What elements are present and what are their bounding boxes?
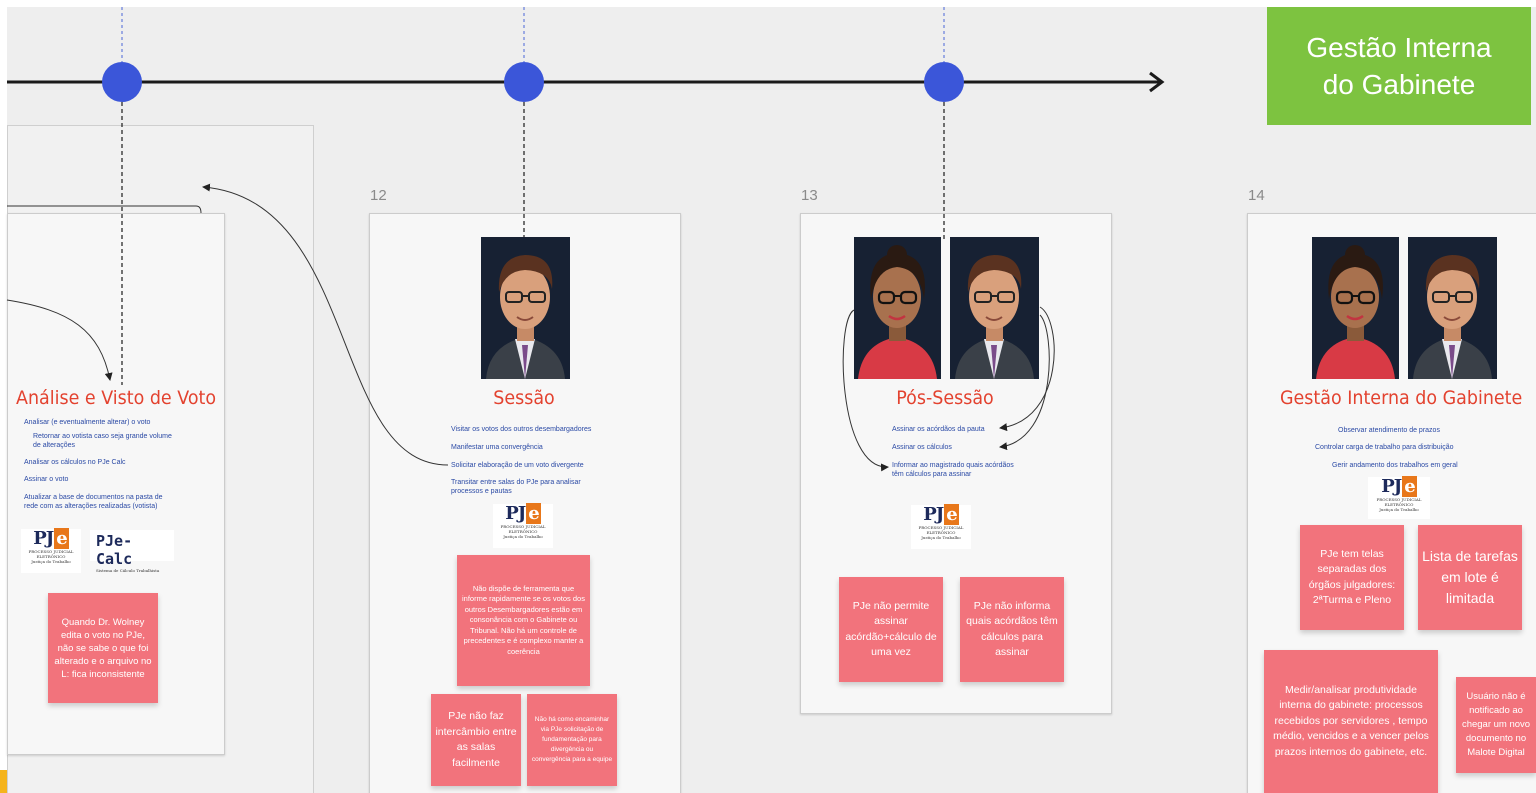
pain-sticky[interactable]: Não há como encaminhar via PJe solicitaç… [527, 694, 617, 786]
task-item: Manifestar uma convergência [451, 444, 543, 451]
banner-sticky[interactable]: Gestão Interna do Gabinete [1267, 7, 1531, 125]
pain-sticky[interactable]: PJe não permite assinar acórdão+cálculo … [839, 577, 943, 682]
task-item: Observar atendimento de prazos [1338, 427, 1440, 434]
frame-number: 13 [801, 187, 818, 204]
task-item: Analisar (e eventualmente alterar) o vot… [24, 419, 151, 426]
desembargador-avatar [950, 237, 1039, 379]
task-item: Atualizar a base de documentos na pasta … [24, 494, 163, 510]
corner-marker [0, 770, 7, 793]
task-item: Informar ao magistrado quais acórdãos tê… [892, 462, 1014, 478]
pain-sticky[interactable]: Quando Dr. Wolney edita o voto no PJe, n… [48, 593, 158, 703]
task-item: Solicitar elaboração de um voto divergen… [451, 462, 584, 469]
stage-title: Gestão Interna do Gabinete [1280, 387, 1523, 409]
task-item: Controlar carga de trabalho para distrib… [1315, 444, 1454, 451]
task-item: Transitar entre salas do PJe para analis… [451, 479, 581, 495]
task-item: Visitar os votos dos outros desembargado… [451, 426, 592, 433]
stage-title: Sessão [493, 387, 555, 409]
task-item: Assinar os cálculos [892, 444, 952, 451]
pain-sticky[interactable]: Medir/analisar produtividade interna do … [1264, 650, 1438, 793]
pain-sticky[interactable]: Não dispõe de ferramenta que informe rap… [457, 555, 590, 686]
stage-title: Análise e Visto de Voto [16, 387, 217, 409]
pje-calc-logo: PJe-Calc Sistema de Cálculo Trabalhista [90, 530, 174, 573]
frame-number: 14 [1248, 187, 1265, 204]
task-item: Retornar ao votista caso seja grande vol… [33, 433, 172, 449]
pain-sticky[interactable]: PJe tem telas separadas dos órgãos julga… [1300, 525, 1404, 630]
servidora-avatar [1312, 237, 1399, 379]
frame-number: 12 [370, 187, 387, 204]
top-edge [0, 0, 1536, 7]
left-edge [0, 0, 7, 793]
desembargador-avatar [1408, 237, 1497, 379]
stage-title: Pós-Sessão [896, 387, 994, 409]
pain-sticky[interactable]: Usuário não é notificado ao chegar um no… [1456, 677, 1536, 773]
task-item: Gerir andamento dos trabalhos em geral [1332, 462, 1458, 469]
timeline-milestone[interactable] [102, 62, 142, 102]
pain-sticky[interactable]: Lista de tarefas em lote é limitada [1418, 525, 1522, 630]
task-item: Analisar os cálculos no PJe Calc [24, 459, 126, 466]
task-item: Assinar o voto [24, 476, 69, 483]
timeline-milestone[interactable] [504, 62, 544, 102]
pain-sticky[interactable]: PJe não faz intercâmbio entre as salas f… [431, 694, 521, 786]
pain-sticky[interactable]: PJe não informa quais acórdãos têm cálcu… [960, 577, 1064, 682]
task-item: Assinar os acórdãos da pauta [892, 426, 985, 433]
desembargador-avatar [481, 237, 570, 379]
timeline-milestone[interactable] [924, 62, 964, 102]
servidora-avatar [854, 237, 941, 379]
